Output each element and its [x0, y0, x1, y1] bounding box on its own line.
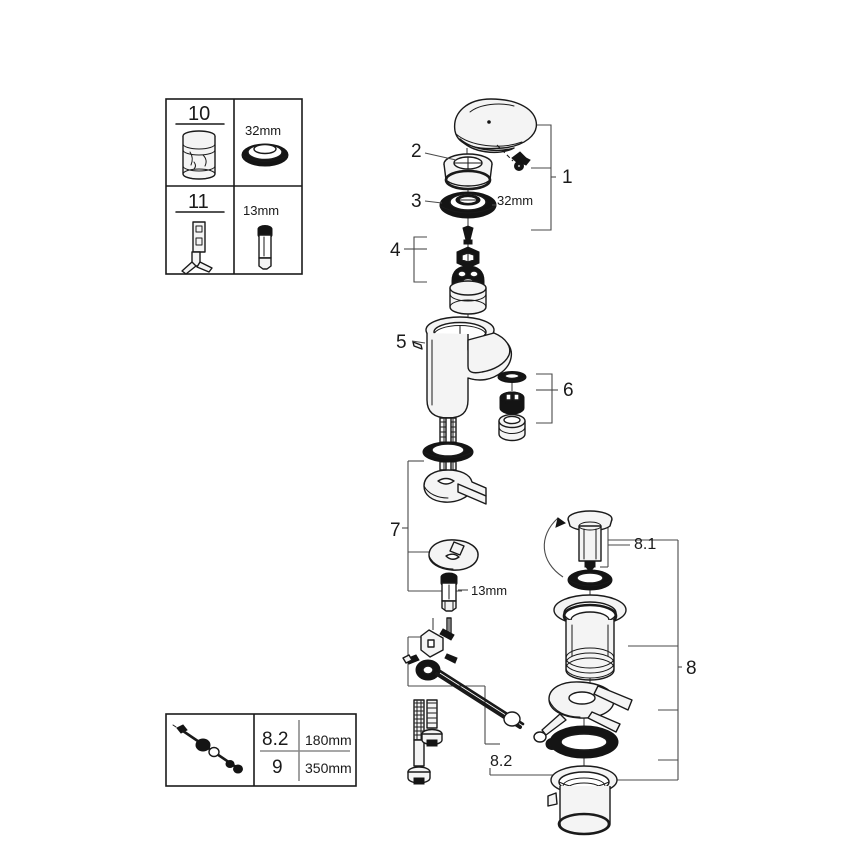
hose-braid-1 — [407, 699, 431, 785]
callout-label-2: 2 — [411, 141, 422, 162]
icon-13mm-nut-sleeve — [257, 225, 273, 270]
legend-number-11: 11 — [188, 191, 209, 213]
part-8-2-pull-rod — [415, 659, 576, 758]
part-9-flexible-hoses — [407, 699, 443, 785]
callout-bracket-8 — [608, 539, 682, 781]
part-6-aerator-housing — [498, 413, 526, 442]
leader-5 — [411, 340, 426, 344]
part-7-curved-washer — [428, 539, 479, 571]
callout-label-8: 8 — [686, 658, 697, 679]
callout-label-4: 4 — [390, 240, 401, 261]
icon-32mm-seal-ring — [241, 143, 289, 167]
icon-cartridge-puller-sleeve — [182, 130, 216, 180]
table-part-9: 9 — [272, 757, 283, 778]
part-6-aerator-insert — [499, 391, 525, 415]
legend-number-10: 10 — [188, 103, 211, 125]
part-4-cartridge — [449, 265, 487, 315]
part-6-aerator-seal — [497, 371, 527, 383]
table-part-8-2: 8.2 — [262, 729, 289, 750]
callout-label-8-2: 8.2 — [490, 753, 513, 770]
callout-bracket-4 — [404, 236, 427, 283]
callout-label-6: 6 — [563, 380, 574, 401]
leader-2 — [424, 152, 457, 161]
hose-length-table-box — [165, 713, 357, 787]
part-8-2-linkage-clip — [402, 618, 458, 665]
icon-pop-up-waste-linkage-rod — [172, 724, 243, 774]
legend-dimension-13mm: 13mm — [243, 203, 280, 218]
part-8-1-pop-up-stopper — [567, 510, 613, 573]
part-8-waste-body — [553, 594, 627, 681]
callout-bracket-6 — [536, 373, 558, 424]
part-4-retaining-nut — [456, 246, 480, 269]
table-length-350mm: 350mm — [305, 760, 352, 776]
part-7-13mm-nut — [440, 572, 458, 612]
part-8-lower-drain-body — [547, 765, 618, 836]
leader-3 — [424, 200, 496, 206]
part-7-mounting-bracket — [423, 469, 487, 505]
part-4-cartridge-screw — [462, 225, 474, 245]
part-handle-lever — [454, 98, 538, 154]
part-3-cap-nut-32mm — [439, 191, 497, 219]
part-8-large-oring — [549, 725, 619, 759]
screw-cap — [514, 161, 524, 171]
legend-dimension-32mm: 32mm — [245, 123, 282, 138]
dimension-label-32mm-part3: 32mm — [497, 193, 534, 208]
callout-label-8-1: 8.1 — [634, 536, 657, 553]
callout-label-7: 7 — [390, 520, 401, 541]
part-8-1-seal-ring — [567, 569, 613, 591]
hose-braid-2 — [421, 699, 443, 747]
icon-allen-key-tool — [181, 221, 213, 275]
part-7-oring-washer — [422, 441, 474, 463]
table-length-180mm: 180mm — [305, 732, 352, 748]
part-2-handle-cap — [443, 153, 493, 191]
dimension-label-13mm-part7: 13mm — [471, 583, 508, 598]
callout-label-1: 1 — [562, 167, 573, 188]
callout-bracket-1 — [531, 124, 556, 231]
callout-label-5: 5 — [396, 332, 407, 353]
inset-legend-box — [165, 98, 303, 275]
callout-label-3: 3 — [411, 191, 422, 212]
part-grub-screw-assembly — [496, 144, 531, 171]
part-8-drain-bracket — [541, 681, 633, 736]
